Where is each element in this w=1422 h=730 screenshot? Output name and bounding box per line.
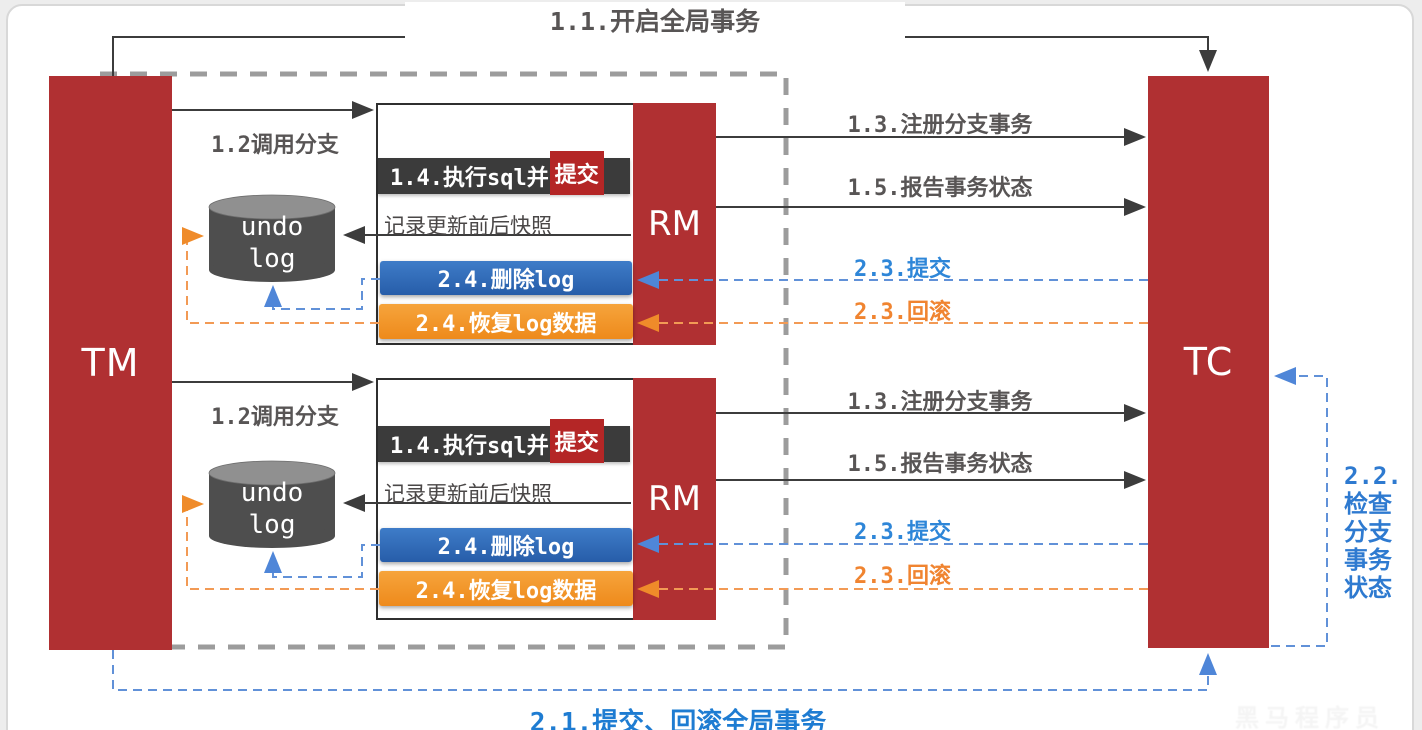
rm-label: RM bbox=[648, 204, 701, 244]
check-branch-status-label: 2.2. 检查 分支 事务 状态 bbox=[1344, 462, 1402, 602]
branch2-invoke-label: 1.2调用分支 bbox=[211, 405, 339, 430]
branch1-snapshot-label: 记录更新前后快照 bbox=[384, 214, 552, 238]
branch2-rm-bar: RM bbox=[633, 378, 716, 620]
branch1-rollback-label: 2.3.回滚 bbox=[854, 300, 951, 325]
tc-label: TC bbox=[1183, 340, 1234, 384]
rm-label: RM bbox=[648, 479, 701, 519]
branch2-exec-sql-box: 1.4.执行sql并提交 bbox=[378, 419, 630, 463]
branch2-snapshot-label: 记录更新前后快照 bbox=[384, 482, 552, 506]
begin-global-label: 1.1.开启全局事务 bbox=[405, 2, 905, 38]
branch1-rm-bar: RM bbox=[633, 103, 716, 345]
branch1-exec-sql-box: 1.4.执行sql并提交 bbox=[378, 151, 630, 195]
branch1-log-label: log bbox=[248, 244, 296, 274]
branch1-report-label: 1.5.报告事务状态 bbox=[847, 176, 1033, 201]
branch2-register-label: 1.3.注册分支事务 bbox=[847, 390, 1033, 415]
exec-sql-text: 1.4.执行sql并 bbox=[390, 434, 549, 459]
branch2-report-label: 1.5.报告事务状态 bbox=[847, 452, 1033, 477]
branch1-restore-log-box: 2.4.恢复log数据 bbox=[379, 304, 633, 339]
global-commit-rollback-label: 2.1.提交、回滚全局事务 bbox=[529, 708, 827, 730]
branch2-delete-log-box: 2.4.删除log bbox=[380, 528, 632, 562]
tm-node: TM bbox=[49, 76, 172, 650]
branch1-invoke-label: 1.2调用分支 bbox=[211, 133, 339, 158]
branch2-commit-label: 2.3.提交 bbox=[854, 520, 951, 545]
exec-commit-highlight: 提交 bbox=[549, 151, 604, 195]
branch2-rollback-label: 2.3.回滚 bbox=[854, 564, 951, 589]
branch2-restore-log-box: 2.4.恢复log数据 bbox=[379, 571, 633, 606]
exec-commit-highlight: 提交 bbox=[549, 419, 604, 463]
tm-label: TM bbox=[81, 341, 140, 385]
branch1-commit-label: 2.3.提交 bbox=[854, 257, 951, 282]
tc-node: TC bbox=[1148, 76, 1269, 648]
branch1-undo-label: undo bbox=[240, 212, 304, 242]
exec-sql-text: 1.4.执行sql并 bbox=[390, 166, 549, 191]
branch2-undo-label: undo bbox=[240, 478, 304, 508]
branch1-register-label: 1.3.注册分支事务 bbox=[847, 113, 1033, 138]
watermark: 黑马程序员 bbox=[1235, 704, 1385, 730]
branch1-delete-log-box: 2.4.删除log bbox=[380, 261, 632, 295]
branch2-log-label: log bbox=[248, 510, 296, 540]
